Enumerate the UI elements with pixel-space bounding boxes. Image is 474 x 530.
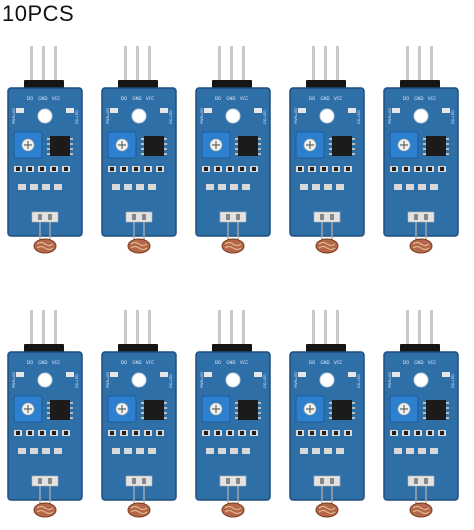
- svg-text:DO-LED: DO-LED: [169, 374, 173, 388]
- svg-text:DO-LED: DO-LED: [75, 110, 79, 124]
- svg-text:DO-LED: DO-LED: [357, 110, 361, 124]
- header-pins: [24, 46, 64, 92]
- sensor-module-photo: DO GND VCC PWR-LED DO-LED: [282, 44, 372, 264]
- svg-text:PWR-LED: PWR-LED: [106, 372, 110, 388]
- svg-text:DO: DO: [215, 96, 221, 101]
- svg-text:GND: GND: [132, 96, 141, 101]
- svg-text:VCC: VCC: [52, 96, 61, 101]
- sensor-module-photo: DO GND VCC PWR-LED DO-LED: [0, 44, 90, 264]
- svg-text:DO-LED: DO-LED: [357, 374, 361, 388]
- svg-text:VCC: VCC: [146, 360, 155, 365]
- pcb-board: DO GND VCC PWR-LED DO-LED: [7, 87, 83, 237]
- header-pins: [118, 46, 158, 92]
- svg-text:PWR-LED: PWR-LED: [294, 108, 298, 124]
- pcb-board: DO GND VCC PWR-LED DO-LED: [383, 87, 459, 237]
- header-pins: [306, 310, 346, 356]
- svg-text:VCC: VCC: [52, 360, 61, 365]
- pcb-board: DO GND VCC PWR-LED DO-LED: [7, 351, 83, 501]
- svg-text:DO-LED: DO-LED: [451, 374, 455, 388]
- photoresistor: [221, 222, 245, 254]
- pcb-board: DO GND VCC PWR-LED DO-LED: [195, 87, 271, 237]
- svg-text:DO: DO: [121, 96, 127, 101]
- sensor-module-photo: DO GND VCC PWR-LED DO-LED: [376, 44, 466, 264]
- svg-text:PWR-LED: PWR-LED: [200, 108, 204, 124]
- svg-text:DO-LED: DO-LED: [169, 110, 173, 124]
- svg-text:DO: DO: [215, 360, 221, 365]
- header-pins: [400, 46, 440, 92]
- sensor-module-photo: DO GND VCC PWR-LED DO-LED: [188, 44, 278, 264]
- photoresistor: [315, 486, 339, 518]
- svg-text:DO: DO: [27, 360, 33, 365]
- pcb-board: DO GND VCC PWR-LED DO-LED: [101, 87, 177, 237]
- svg-text:PWR-LED: PWR-LED: [106, 108, 110, 124]
- photoresistor: [33, 486, 57, 518]
- pcb-board: DO GND VCC PWR-LED DO-LED: [383, 351, 459, 501]
- svg-text:PWR-LED: PWR-LED: [388, 108, 392, 124]
- svg-text:PWR-LED: PWR-LED: [12, 372, 16, 388]
- header-pins: [212, 310, 252, 356]
- svg-text:GND: GND: [132, 360, 141, 365]
- header-pins: [400, 310, 440, 356]
- svg-text:GND: GND: [226, 96, 235, 101]
- svg-text:GND: GND: [226, 360, 235, 365]
- svg-text:DO-LED: DO-LED: [263, 374, 267, 388]
- svg-text:GND: GND: [320, 360, 329, 365]
- photoresistor: [315, 222, 339, 254]
- header-pins: [24, 310, 64, 356]
- pcb-board: DO GND VCC PWR-LED DO-LED: [289, 351, 365, 501]
- photoresistor: [127, 222, 151, 254]
- photoresistor: [409, 222, 433, 254]
- svg-text:GND: GND: [320, 96, 329, 101]
- svg-text:DO-LED: DO-LED: [263, 110, 267, 124]
- header-pins: [306, 46, 346, 92]
- svg-text:VCC: VCC: [146, 96, 155, 101]
- photoresistor: [127, 486, 151, 518]
- photoresistor: [33, 222, 57, 254]
- sensor-module-photo: DO GND VCC PWR-LED DO-LED: [376, 308, 466, 528]
- svg-text:DO-LED: DO-LED: [75, 374, 79, 388]
- svg-text:DO: DO: [121, 360, 127, 365]
- quantity-caption: 10PCS: [2, 1, 75, 26]
- sensor-module-photo: DO GND VCC PWR-LED DO-LED: [94, 44, 184, 264]
- svg-text:PWR-LED: PWR-LED: [200, 372, 204, 388]
- photoresistor: [221, 486, 245, 518]
- svg-text:DO: DO: [403, 96, 409, 101]
- pcb-board: DO GND VCC PWR-LED DO-LED: [195, 351, 271, 501]
- svg-text:GND: GND: [38, 96, 47, 101]
- header-pins: [118, 310, 158, 356]
- pcb-board: DO GND VCC PWR-LED DO-LED: [289, 87, 365, 237]
- svg-text:GND: GND: [38, 360, 47, 365]
- svg-text:GND: GND: [414, 360, 423, 365]
- svg-text:DO-LED: DO-LED: [451, 110, 455, 124]
- svg-text:DO: DO: [309, 360, 315, 365]
- svg-text:VCC: VCC: [240, 96, 249, 101]
- svg-text:VCC: VCC: [334, 96, 343, 101]
- sensor-module-photo: DO GND VCC PWR-LED DO-LED: [282, 308, 372, 528]
- header-pins: [212, 46, 252, 92]
- svg-text:PWR-LED: PWR-LED: [294, 372, 298, 388]
- svg-text:VCC: VCC: [334, 360, 343, 365]
- svg-text:DO: DO: [309, 96, 315, 101]
- svg-text:GND: GND: [414, 96, 423, 101]
- svg-text:DO: DO: [403, 360, 409, 365]
- sensor-module-photo: DO GND VCC PWR-LED DO-LED: [94, 308, 184, 528]
- sensor-module-photo: DO GND VCC PWR-LED DO-LED: [188, 308, 278, 528]
- svg-text:DO: DO: [27, 96, 33, 101]
- svg-text:VCC: VCC: [428, 96, 437, 101]
- sensor-module-photo: DO GND VCC PWR-LED DO-LED: [0, 308, 90, 528]
- pcb-board: DO GND VCC PWR-LED DO-LED: [101, 351, 177, 501]
- photoresistor: [409, 486, 433, 518]
- svg-text:PWR-LED: PWR-LED: [388, 372, 392, 388]
- svg-text:VCC: VCC: [240, 360, 249, 365]
- svg-text:VCC: VCC: [428, 360, 437, 365]
- svg-text:PWR-LED: PWR-LED: [12, 108, 16, 124]
